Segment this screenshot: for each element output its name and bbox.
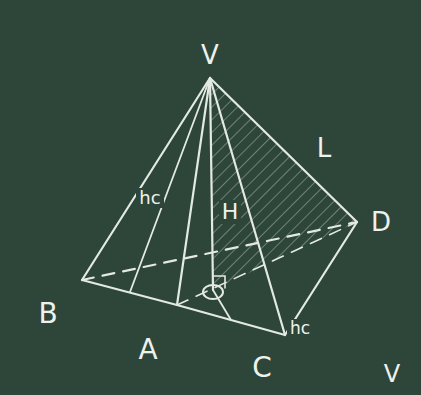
point-label: hc: [136, 188, 163, 208]
point-label: L: [314, 134, 335, 162]
point-label: D: [368, 208, 394, 236]
base-diagonal: [177, 222, 357, 305]
apothem-line: [130, 78, 210, 292]
point-label: V: [198, 41, 222, 69]
point-label: V: [381, 361, 403, 387]
center-circle: [203, 285, 223, 299]
point-label: B: [35, 299, 60, 329]
hidden-edge: [82, 222, 357, 280]
point-label: C: [249, 353, 275, 383]
point-label: H: [219, 200, 242, 224]
height-line: [210, 78, 213, 290]
point-label: hc: [287, 319, 313, 338]
lateral-edge: [177, 78, 210, 305]
point-label: A: [135, 335, 160, 365]
